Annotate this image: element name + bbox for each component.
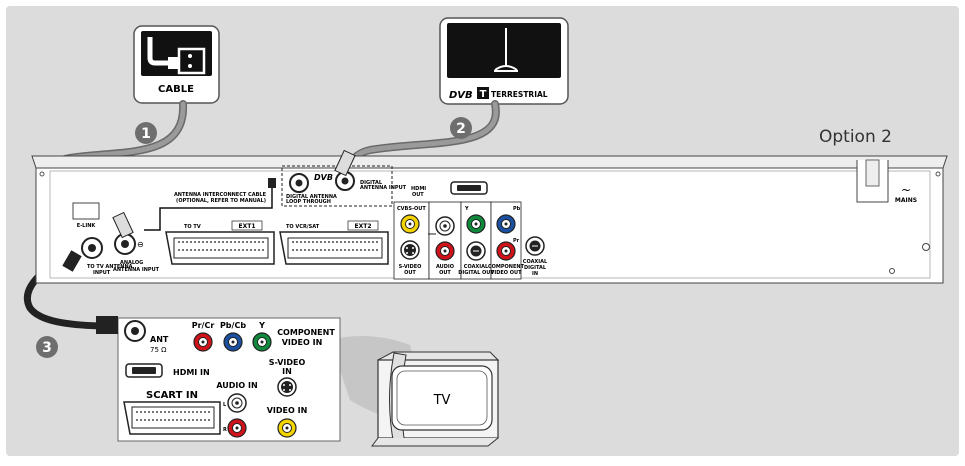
tv-ant-label: ANT — [150, 335, 169, 344]
tv-audio-in-label: AUDIO IN — [216, 381, 257, 390]
mains-label: MAINS — [895, 197, 917, 204]
tv-y-label: Y — [258, 321, 265, 330]
dvb-t-logo: T — [480, 89, 487, 100]
tv-antenna-plug-connector — [96, 316, 118, 334]
tv-hdmi-in-label: HDMI IN — [173, 368, 210, 377]
antenna-symbol-icon: ⊖ — [137, 240, 144, 249]
interconnect-note-2: (OPTIONAL, REFER TO MANUAL) — [176, 198, 266, 204]
tv-audio-r-label: R — [223, 427, 227, 433]
coaxial-in-label-3: IN — [532, 271, 538, 277]
recorder-back-panel: ~ MAINS E-LINK TO TV ANTENNA INPUT ⊖ ANA… — [31, 149, 948, 284]
terrestrial-label: TERRESTRIAL — [491, 90, 548, 99]
svideo-out-port — [400, 240, 420, 260]
tv-svideo-label: S-VIDEO — [269, 358, 306, 367]
digital-input-port — [334, 149, 356, 191]
tv-svideo-label-2: IN — [282, 367, 292, 376]
coaxial-in-jack — [525, 236, 545, 256]
tv-ant-label-2: 75 Ω — [150, 346, 167, 354]
tv-pr-label: Pr/Cr — [192, 321, 215, 330]
tv-audio-l-label: L — [223, 402, 227, 408]
analog-antenna-label: ANALOG — [120, 260, 143, 266]
to-tv-antenna-port — [81, 237, 103, 259]
tv-ant-port — [124, 320, 146, 342]
to-tv-antenna-label: TO TV ANTENNA — [87, 264, 133, 270]
tv-audio-r-jack — [227, 418, 247, 438]
component-pr-jack — [496, 241, 516, 261]
tv-audio-l-jack — [227, 393, 247, 413]
hdmi-out-label-2: OUT — [412, 192, 424, 198]
digital-loop-port — [289, 173, 309, 193]
component-out-label: COMPONENT — [488, 264, 525, 270]
tv-pb-jack — [223, 332, 243, 352]
tv-video-in-jack — [277, 418, 297, 438]
analog-antenna-label-2: ANTENNA INPUT — [113, 267, 160, 273]
tv-y-jack — [252, 332, 272, 352]
audio-out-label: AUDIO — [436, 264, 454, 270]
dvbt-logo: DVB — [314, 173, 333, 182]
pb-out-label: Pb — [513, 206, 521, 212]
coaxial-out-jack — [466, 241, 486, 261]
audio-out-left-jack — [435, 216, 455, 236]
tv-component-label: COMPONENT — [277, 328, 335, 337]
tv-scart-in-label: SCART IN — [146, 390, 198, 401]
hdmi-out-label: HDMI — [411, 186, 426, 192]
mains-symbol: ~ — [901, 183, 911, 197]
digital-loop-label: DIGITAL ANTENNA — [286, 194, 337, 200]
digital-input-label: DIGITAL — [360, 180, 383, 186]
y-out-label: Y — [464, 206, 469, 212]
option-label: Option 2 — [819, 127, 892, 147]
pr-out-label: Pr — [513, 238, 520, 244]
analog-antenna-port — [112, 211, 136, 255]
audio-out-label-2: OUT — [439, 270, 451, 276]
tv-label: TV — [433, 393, 451, 408]
interconnect-note: ANTENNA INTERCONNECT CABLE — [174, 192, 267, 198]
antenna-icon — [447, 23, 561, 78]
coaxial-in-label-2: DIGITAL — [524, 265, 547, 271]
dvb-logo: DVB — [449, 90, 473, 101]
cvbs-out-label: CVBS-OUT — [397, 206, 426, 212]
component-out-label-2: VIDEO OUT — [490, 270, 522, 276]
cvbs-out-jack — [400, 214, 420, 234]
tv-antenna-plug — [62, 250, 82, 272]
step-badge-2: 2 — [450, 117, 472, 139]
tv-video-in-label: VIDEO IN — [267, 406, 308, 415]
terrestrial-source: DVB T TERRESTRIAL — [439, 17, 569, 105]
step-badge-3: 3 — [36, 336, 58, 358]
tv-svideo-port — [277, 377, 297, 397]
svideo-out-label: S-VIDEO — [399, 264, 422, 270]
ext2-label: EXT2 — [355, 223, 372, 230]
svideo-out-label-2: OUT — [404, 270, 416, 276]
tv-component-label-2: VIDEO IN — [282, 338, 323, 347]
coaxial-out-label: COAXIAL — [464, 264, 489, 270]
to-tv-label: TO TV — [184, 224, 201, 230]
digital-input-label-2: ANTENNA INPUT — [360, 185, 407, 191]
svg-text:2: 2 — [456, 121, 466, 137]
to-vcr-label: TO VCR/SAT — [286, 224, 320, 230]
elink-label: E-LINK — [77, 223, 97, 229]
coaxial-in-label: COAXIAL — [523, 259, 548, 265]
svg-text:1: 1 — [141, 126, 151, 142]
tv-pb-label: Pb/Cb — [220, 321, 246, 330]
ext1-label: EXT1 — [239, 223, 256, 230]
tv-pr-jack — [193, 332, 213, 352]
step-badge-1: 1 — [135, 122, 157, 144]
cable-source: CABLE — [133, 25, 220, 104]
to-tv-antenna-label-2: INPUT — [93, 270, 111, 276]
cable-label: CABLE — [158, 84, 194, 95]
svg-text:3: 3 — [42, 340, 52, 356]
component-y-jack — [466, 214, 486, 234]
coaxial-out-label-2: DIGITAL OUT — [458, 270, 494, 276]
component-pb-jack — [496, 214, 516, 234]
digital-loop-label-2: LOOP THROUGH — [286, 199, 331, 205]
audio-out-right-jack — [435, 241, 455, 261]
tv-illustration: TV — [371, 351, 500, 447]
